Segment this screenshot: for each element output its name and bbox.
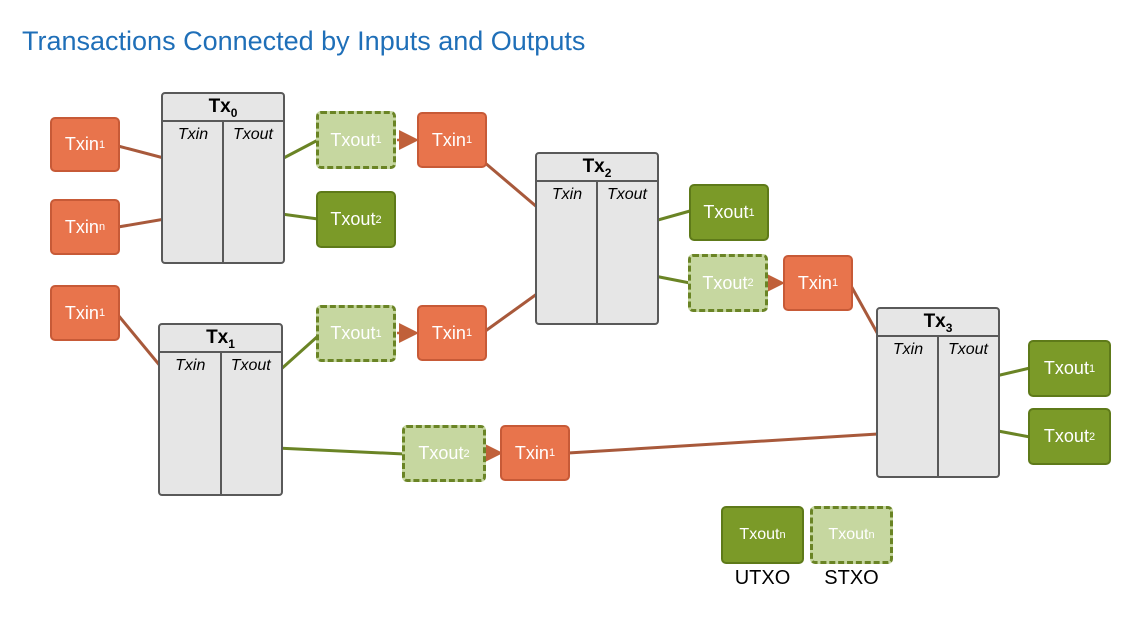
txin-column-label: Txin	[892, 341, 924, 358]
transaction-tx2: Tx2 Txin Txout	[535, 152, 659, 325]
txout-column-label: Txout	[230, 357, 271, 374]
txin-column-label: Txin	[551, 186, 583, 203]
legend-utxo-label: UTXO	[734, 567, 791, 589]
transaction-tx1: Tx1 Txin Txout	[158, 323, 283, 496]
txout-column-label: Txout	[947, 341, 988, 358]
txout-column-label: Txout	[606, 186, 647, 203]
tx-header: Tx1	[160, 325, 281, 353]
tx-header: Tx0	[163, 94, 283, 122]
diagram-title: Transactions Connected by Inputs and Out…	[22, 26, 586, 56]
txin-column-label: Txin	[175, 357, 206, 374]
tx-header: Tx3	[878, 309, 998, 337]
transaction-tx3: Tx3 Txin Txout	[876, 307, 1000, 478]
tx-header: Tx2	[537, 154, 657, 182]
txin-column-label: Txin	[177, 126, 209, 143]
txout-column-label: Txout	[232, 126, 273, 143]
legend-stxo-label: STXO	[824, 567, 879, 589]
transaction-tx0: Tx0 Txin Txout	[161, 92, 285, 264]
link-in-6	[567, 430, 911, 455]
